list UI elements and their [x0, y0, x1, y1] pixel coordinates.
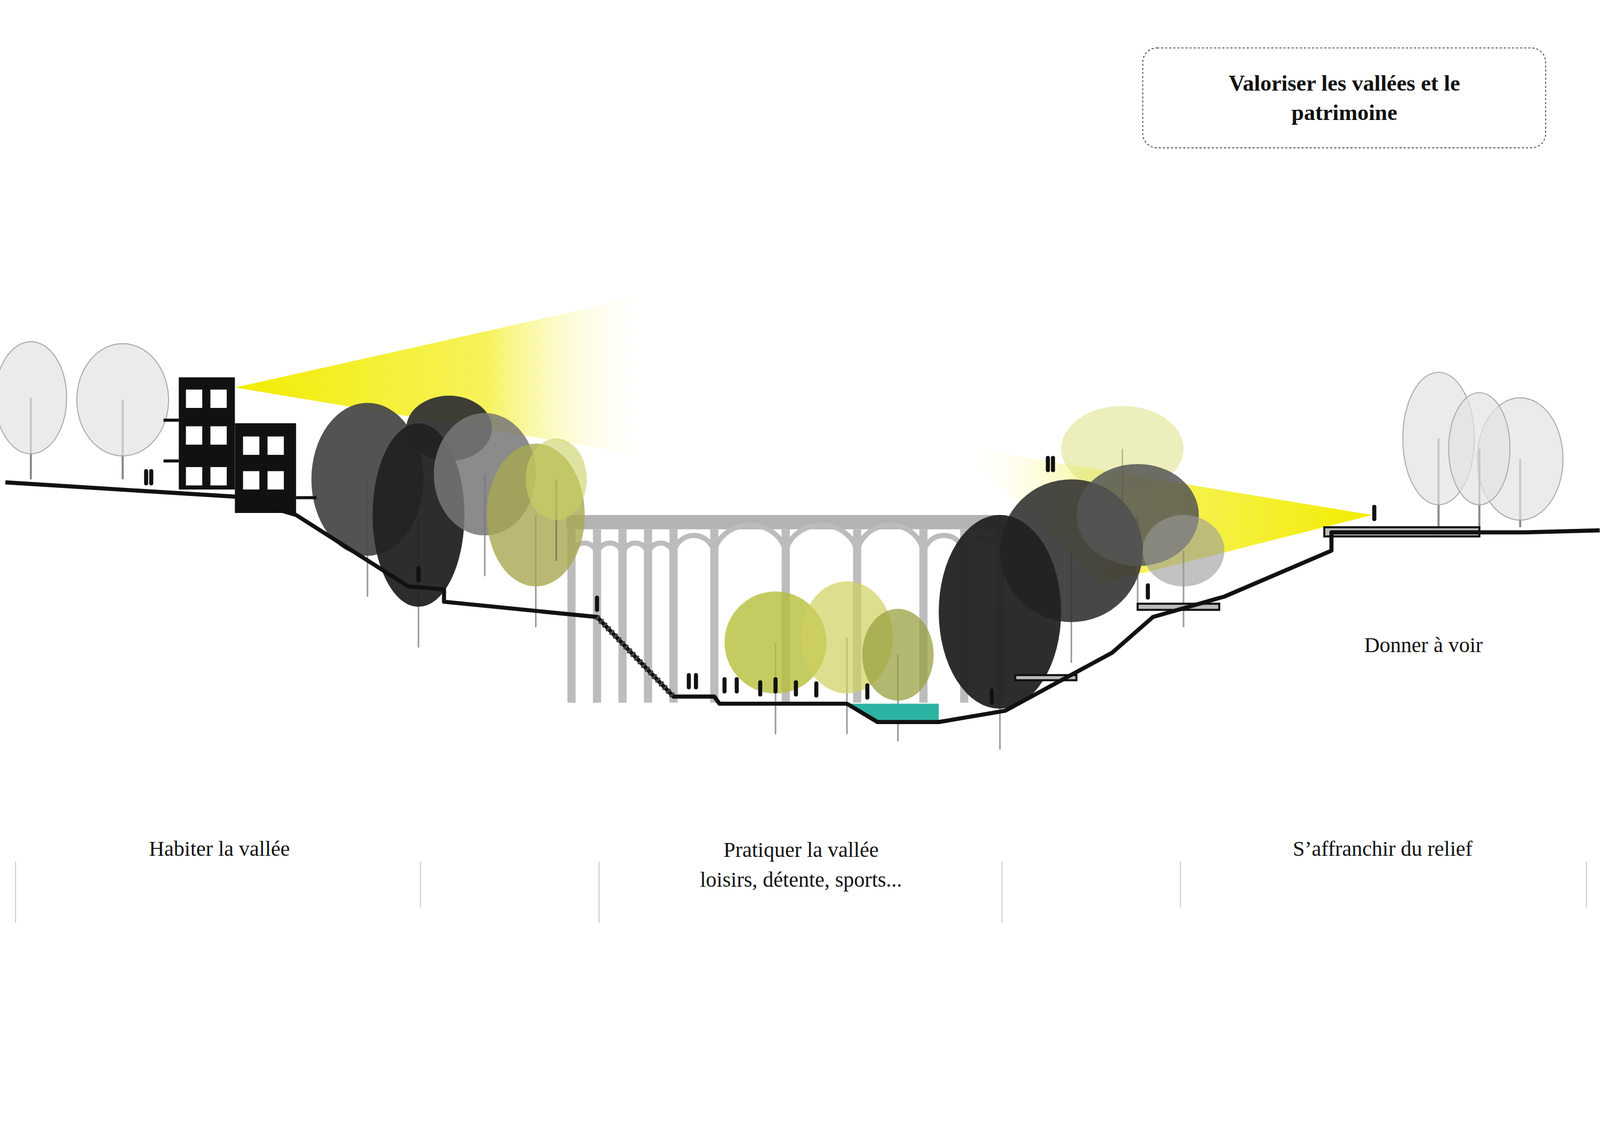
separator [14, 861, 16, 924]
person [989, 688, 995, 706]
ground-profile [5, 482, 1600, 723]
title-frame [1142, 48, 1546, 148]
person [686, 673, 692, 690]
separator [598, 861, 600, 924]
section-label: loisirs, détente, sports... [699, 867, 902, 893]
separator [1586, 861, 1588, 908]
title: Valoriser les vallées et le patrimoine [1224, 68, 1465, 127]
tree-crown [1448, 392, 1510, 505]
person [758, 680, 763, 698]
tree-crown [0, 341, 67, 454]
tree-crown [76, 344, 169, 456]
person [773, 677, 778, 694]
person [814, 681, 819, 699]
section-label: Habiter la vallée [148, 836, 290, 862]
tree-crown [862, 609, 934, 701]
person [1372, 505, 1377, 522]
separator [1179, 861, 1181, 908]
person [595, 595, 600, 613]
person [416, 566, 421, 583]
person [144, 469, 149, 486]
section-label: S’affranchir du relief [1292, 836, 1473, 862]
person [149, 469, 154, 486]
person [734, 677, 740, 694]
tree-crown [1142, 515, 1225, 587]
section-label: Donner à voir [1364, 632, 1483, 658]
tree-crown [525, 438, 588, 520]
person [865, 683, 870, 700]
person [693, 673, 699, 690]
person [1045, 456, 1051, 473]
stairs [596, 617, 674, 697]
person [794, 680, 799, 698]
separator [1001, 861, 1003, 924]
section-label: Pratiquer la vallée [723, 837, 879, 863]
separator [420, 861, 422, 908]
person [1145, 583, 1150, 600]
person [1051, 456, 1056, 473]
person [722, 677, 727, 694]
